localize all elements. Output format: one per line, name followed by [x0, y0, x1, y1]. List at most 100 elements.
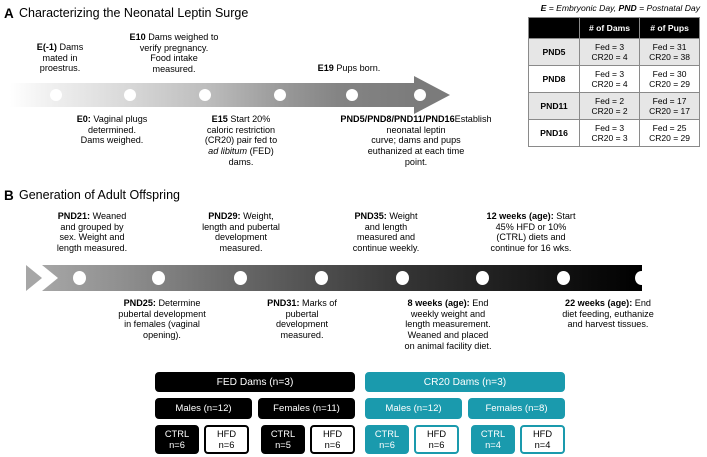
cr20-males-ctrl-box: CTRL n=6 [365, 425, 409, 454]
timeline-a-event-below-2: PND5/PND8/PND11/PND16Establish neonatal … [333, 114, 499, 168]
cr20-dams-box: CR20 Dams (n=3) [365, 372, 565, 392]
diet-label: HFD [216, 428, 237, 439]
event-tag: E19 [317, 63, 334, 73]
diet-label: HFD [532, 428, 553, 439]
cr20-females-box: Females (n=8) [468, 398, 565, 419]
diet-n: n=6 [218, 439, 235, 450]
event-tag: PND5/PND8/PND11/PND16 [340, 114, 455, 124]
table-col-blank [528, 17, 580, 39]
abbreviation-legend: E = Embryonic Day, PND = Postnatal Day [541, 3, 700, 13]
timeline-a-bar [10, 83, 420, 107]
diet-label: HFD [426, 428, 447, 439]
diet-n: n=6 [379, 439, 395, 450]
row-label: PND11 [528, 92, 580, 120]
timeline-b-marker-3 [315, 271, 328, 285]
timeline-b-marker-0 [73, 271, 86, 285]
cr20-sex-row: Males (n=12) Females (n=8) [365, 398, 565, 419]
table-header-row: # of Dams # of Pups [528, 17, 700, 39]
cr20-branch: CR20 Dams (n=3) Males (n=12) Females (n=… [365, 372, 565, 454]
fed-males-box: Males (n=12) [155, 398, 252, 419]
timeline-a [10, 76, 450, 114]
panel-a-title: Characterizing the Neonatal Leptin Surge [19, 6, 249, 20]
event-tag: PND21: [57, 211, 91, 221]
panel-a-letter: A [4, 6, 14, 21]
timeline-a-marker-2 [199, 89, 211, 101]
event-tag: 8 weeks (age): [407, 298, 470, 308]
row-label: PND16 [528, 119, 580, 147]
timeline-b-marker-1 [152, 271, 165, 285]
legend-text-e: = Embryonic Day, [546, 3, 619, 13]
table-col-pups: # of Pups [639, 17, 700, 39]
fed-females-hfd-box: HFD n=6 [309, 425, 355, 454]
timeline-a-marker-1 [124, 89, 136, 101]
event-tag: PND35: [354, 211, 387, 221]
diet-n: n=6 [169, 439, 185, 450]
fed-branch: FED Dams (n=3) Males (n=12) Females (n=1… [155, 372, 355, 454]
legend-abbr-e: E [540, 3, 547, 13]
timeline-a-marker-0 [50, 89, 62, 101]
event-tag: E10 [129, 32, 146, 42]
fed-males-hfd-box: HFD n=6 [203, 425, 249, 454]
diet-n: n=6 [324, 439, 341, 450]
timeline-b-chevron-notch [42, 265, 58, 291]
group-allocation-diagram: FED Dams (n=3) Males (n=12) Females (n=1… [0, 372, 707, 457]
diet-n: n=4 [534, 439, 551, 450]
timeline-b-marker-6 [557, 271, 570, 285]
fed-females-ctrl-box: CTRL n=5 [261, 425, 305, 454]
diet-label: CTRL [374, 428, 400, 439]
timeline-a-event-below-1: E15 Start 20%caloric restriction(CR20) p… [188, 114, 294, 168]
event-tag: PND31: [267, 298, 300, 308]
diet-label: CTRL [270, 428, 296, 439]
cr20-males-box: Males (n=12) [365, 398, 462, 419]
row-label: PND8 [528, 65, 580, 93]
timeline-a-marker-3 [274, 89, 286, 101]
diet-n: n=4 [485, 439, 501, 450]
diet-n: n=6 [428, 439, 445, 450]
table-col-dams: # of Dams [578, 17, 641, 39]
event-body: Pups born. [333, 63, 381, 73]
event-tag: PND29: [208, 211, 241, 221]
event-tag: 12 weeks (age): [486, 211, 554, 221]
timeline-b-marker-7 [635, 271, 648, 285]
diet-label: CTRL [164, 428, 190, 439]
event-tag: E15 [211, 114, 228, 124]
diet-label: HFD [322, 428, 343, 439]
fed-sex-row: Males (n=12) Females (n=11) [155, 398, 355, 419]
fed-diet-row: CTRL n=6 HFD n=6 CTRL n=5 HFD n=6 [155, 425, 355, 454]
timeline-b-marker-4 [396, 271, 409, 285]
legend-text-pnd: = Postnatal Day [636, 3, 700, 13]
timeline-b-marker-2 [234, 271, 247, 285]
row-label: PND5 [528, 38, 580, 66]
panel-b-letter: B [4, 188, 14, 203]
event-body: Start 20%caloric restriction(CR20) pair … [204, 114, 278, 167]
